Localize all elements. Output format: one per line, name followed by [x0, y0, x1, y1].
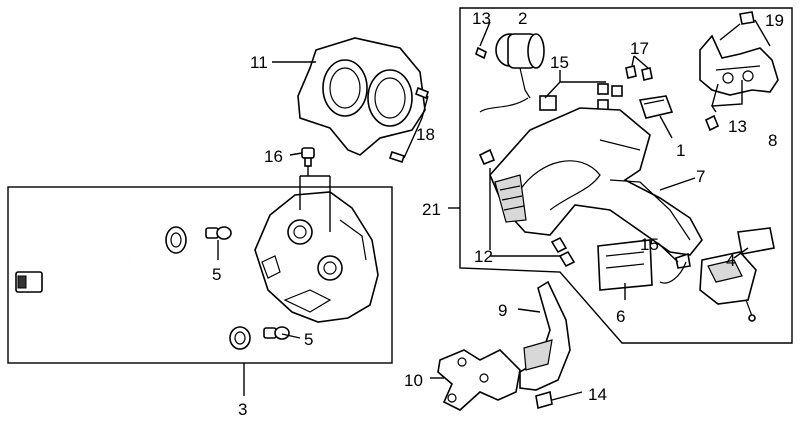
tail-light-4 — [659, 227, 775, 322]
callout-9: 9 — [498, 301, 507, 320]
callout-19: 19 — [765, 11, 784, 30]
callout-18: 18 — [416, 125, 435, 144]
callout-1: 1 — [676, 141, 685, 160]
callout-2: 2 — [518, 9, 527, 28]
callout-11: 11 — [250, 53, 268, 72]
bulb-upper — [205, 226, 232, 240]
meter-cover — [297, 37, 429, 164]
meter-housing — [254, 191, 379, 323]
callout-8: 8 — [768, 131, 777, 150]
callout-6: 6 — [616, 307, 625, 326]
callout-13-left: 13 — [472, 9, 491, 28]
callout-7: 7 — [696, 167, 705, 186]
callout-3: 3 — [238, 400, 247, 419]
bottom-bracket-group — [430, 280, 583, 411]
leader-5b — [281, 333, 301, 339]
screw-16 — [301, 147, 315, 167]
callout-4: 4 — [726, 251, 735, 270]
callout-21: 21 — [422, 200, 441, 219]
callout-15-lower: 15 — [640, 235, 659, 254]
callout-10: 10 — [404, 371, 423, 390]
license-bracket-8 — [699, 34, 779, 132]
callout-5-lower: 5 — [304, 330, 313, 349]
callout-17: 17 — [630, 39, 649, 58]
callout-16: 16 — [264, 147, 283, 166]
callout-15-upper: 15 — [550, 53, 569, 72]
actuator-2 — [495, 33, 545, 99]
wire-harness-group — [7, 160, 393, 364]
leader-16 — [289, 152, 303, 156]
leader-18 — [403, 95, 429, 159]
rear-fender-group — [448, 7, 793, 344]
callout-14: 14 — [588, 385, 607, 404]
bulb-lower — [263, 326, 290, 340]
callout-12: 12 — [474, 247, 493, 266]
callout-13-right: 13 — [728, 117, 747, 136]
callout-5-upper: 5 — [212, 265, 221, 284]
